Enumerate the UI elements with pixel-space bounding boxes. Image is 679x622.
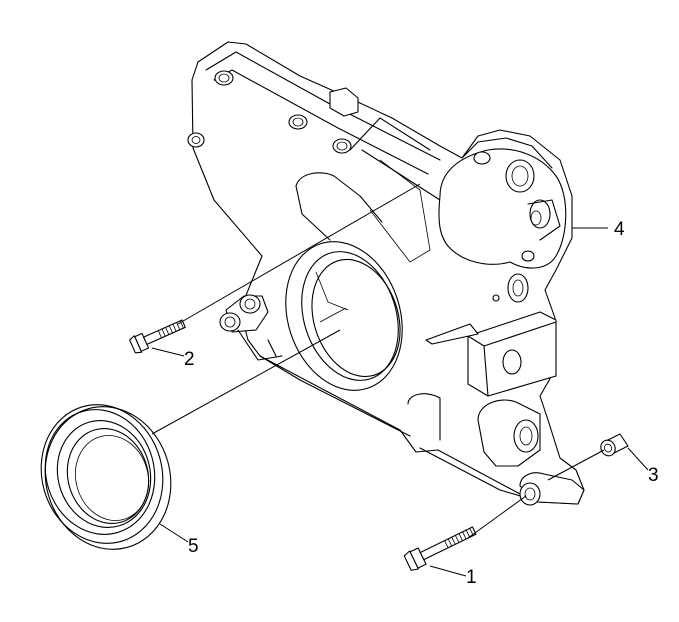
callout-5: 5 xyxy=(188,536,199,557)
callout-2: 2 xyxy=(184,349,195,370)
callout-4: 4 xyxy=(614,219,625,240)
crankshaft-seal xyxy=(40,404,172,550)
front-cover xyxy=(187,41,585,506)
bolt-2 xyxy=(129,319,186,354)
dowel-sleeve-3 xyxy=(600,433,629,457)
callout-1: 1 xyxy=(466,567,477,588)
assembly-lines xyxy=(151,183,649,577)
callout-3: 3 xyxy=(648,465,659,486)
bolt-1 xyxy=(403,526,477,571)
